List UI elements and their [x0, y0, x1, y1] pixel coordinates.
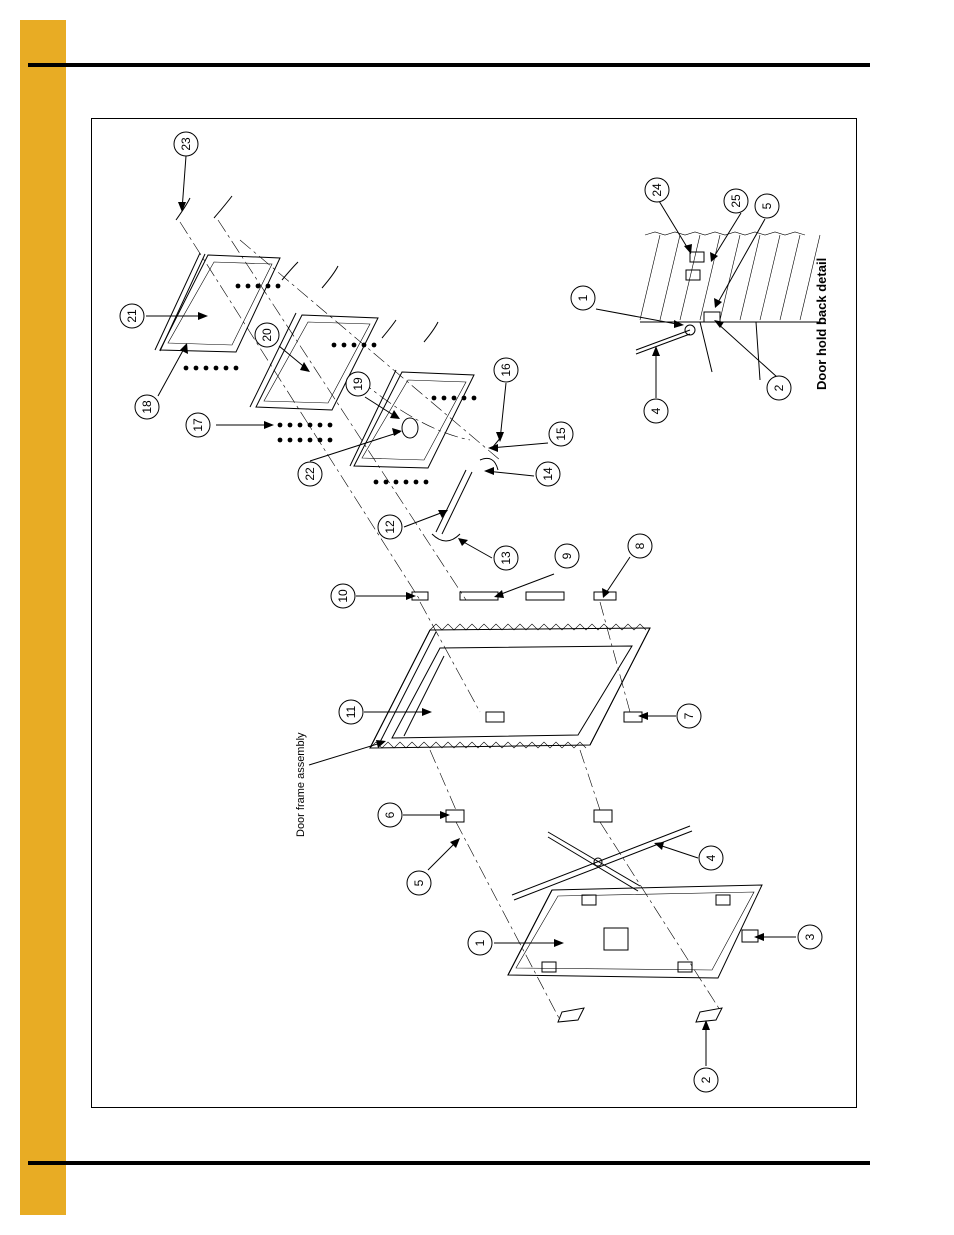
diagram-frame: [91, 118, 857, 1108]
hold-back-detail: [635, 231, 821, 381]
svg-text:17: 17: [191, 418, 205, 432]
svg-text:19: 19: [351, 377, 365, 391]
explode-lines-upper: [179, 219, 501, 601]
svg-text:2: 2: [772, 384, 786, 391]
callout-6: 6: [377, 802, 403, 828]
callout-20: 20: [254, 322, 280, 348]
svg-text:6: 6: [383, 811, 397, 818]
svg-text:22: 22: [303, 467, 317, 481]
door-frame-assembly-label: Door frame assembly: [295, 732, 307, 837]
detail-callout-1: 1: [570, 285, 596, 311]
svg-text:25: 25: [729, 194, 743, 208]
callout-7: 7: [676, 703, 702, 729]
callout-17: 17: [185, 412, 211, 438]
callout-2: 2: [693, 1067, 719, 1093]
svg-text:18: 18: [140, 400, 154, 414]
svg-text:14: 14: [541, 467, 555, 481]
detail-callout-4: 4: [643, 398, 669, 424]
latch-parts: [401, 417, 503, 542]
svg-text:8: 8: [633, 542, 647, 549]
callout-13: 13: [493, 545, 519, 571]
callout-12: 12: [377, 514, 403, 540]
svg-text:2: 2: [699, 1076, 713, 1083]
callout-9: 9: [554, 543, 580, 569]
svg-text:21: 21: [125, 309, 139, 323]
svg-text:9: 9: [560, 552, 574, 559]
door-panel-lower: [349, 369, 475, 469]
svg-text:16: 16: [499, 363, 513, 377]
arrowheads: [178, 202, 764, 1030]
detail-callout-2: 2: [766, 375, 792, 401]
handle-bars: [175, 195, 439, 343]
svg-text:20: 20: [260, 328, 274, 342]
svg-text:3: 3: [803, 933, 817, 940]
callout-3: 3: [797, 924, 823, 950]
svg-text:5: 5: [760, 202, 774, 209]
svg-text:11: 11: [344, 705, 358, 718]
svg-text:1: 1: [473, 939, 487, 946]
callout-15: 15: [548, 421, 574, 447]
svg-text:4: 4: [649, 407, 663, 414]
callout-10: 10: [330, 583, 356, 609]
door-panel-1: [507, 884, 763, 1023]
svg-text:5: 5: [412, 879, 426, 886]
svg-text:15: 15: [554, 427, 568, 441]
callout-4: 4: [698, 845, 724, 871]
detail-callout-25: 25: [723, 188, 749, 214]
svg-text:12: 12: [383, 520, 397, 534]
callouts: 23 21 18 20 17 19 22 16 15 14 12 13 10 9…: [119, 131, 823, 1093]
callout-16: 16: [493, 357, 519, 383]
svg-text:10: 10: [336, 589, 350, 603]
detail-callout-5: 5: [754, 193, 780, 219]
accent-side-bar: [20, 20, 66, 1215]
callout-19: 19: [345, 371, 371, 397]
callout-21: 21: [119, 303, 145, 329]
svg-text:1: 1: [576, 294, 590, 301]
bolt-rows: [183, 283, 477, 485]
callout-11: 11: [338, 699, 364, 725]
footer-rule: [28, 1161, 870, 1165]
callout-18: 18: [134, 394, 160, 420]
svg-text:23: 23: [179, 137, 193, 151]
header-rule: [28, 63, 870, 67]
door-hold-back-detail-label: Door hold back detail: [814, 258, 829, 390]
callout-14: 14: [535, 461, 561, 487]
callout-5: 5: [406, 870, 432, 896]
callout-1: 1: [467, 930, 493, 956]
callout-23: 23: [173, 131, 199, 157]
callout-8: 8: [627, 533, 653, 559]
leader-lines: [146, 155, 796, 1066]
hinge-brackets: [411, 591, 643, 823]
svg-text:7: 7: [682, 712, 696, 719]
door-panel-20: [249, 312, 379, 411]
detail-callout-24: 24: [644, 177, 670, 203]
explode-lines-lower: [419, 601, 721, 1021]
svg-text:4: 4: [704, 854, 718, 861]
door-frame-assembly: [369, 623, 651, 749]
svg-text:24: 24: [650, 183, 664, 197]
svg-text:13: 13: [499, 551, 513, 565]
callout-22: 22: [297, 461, 323, 487]
